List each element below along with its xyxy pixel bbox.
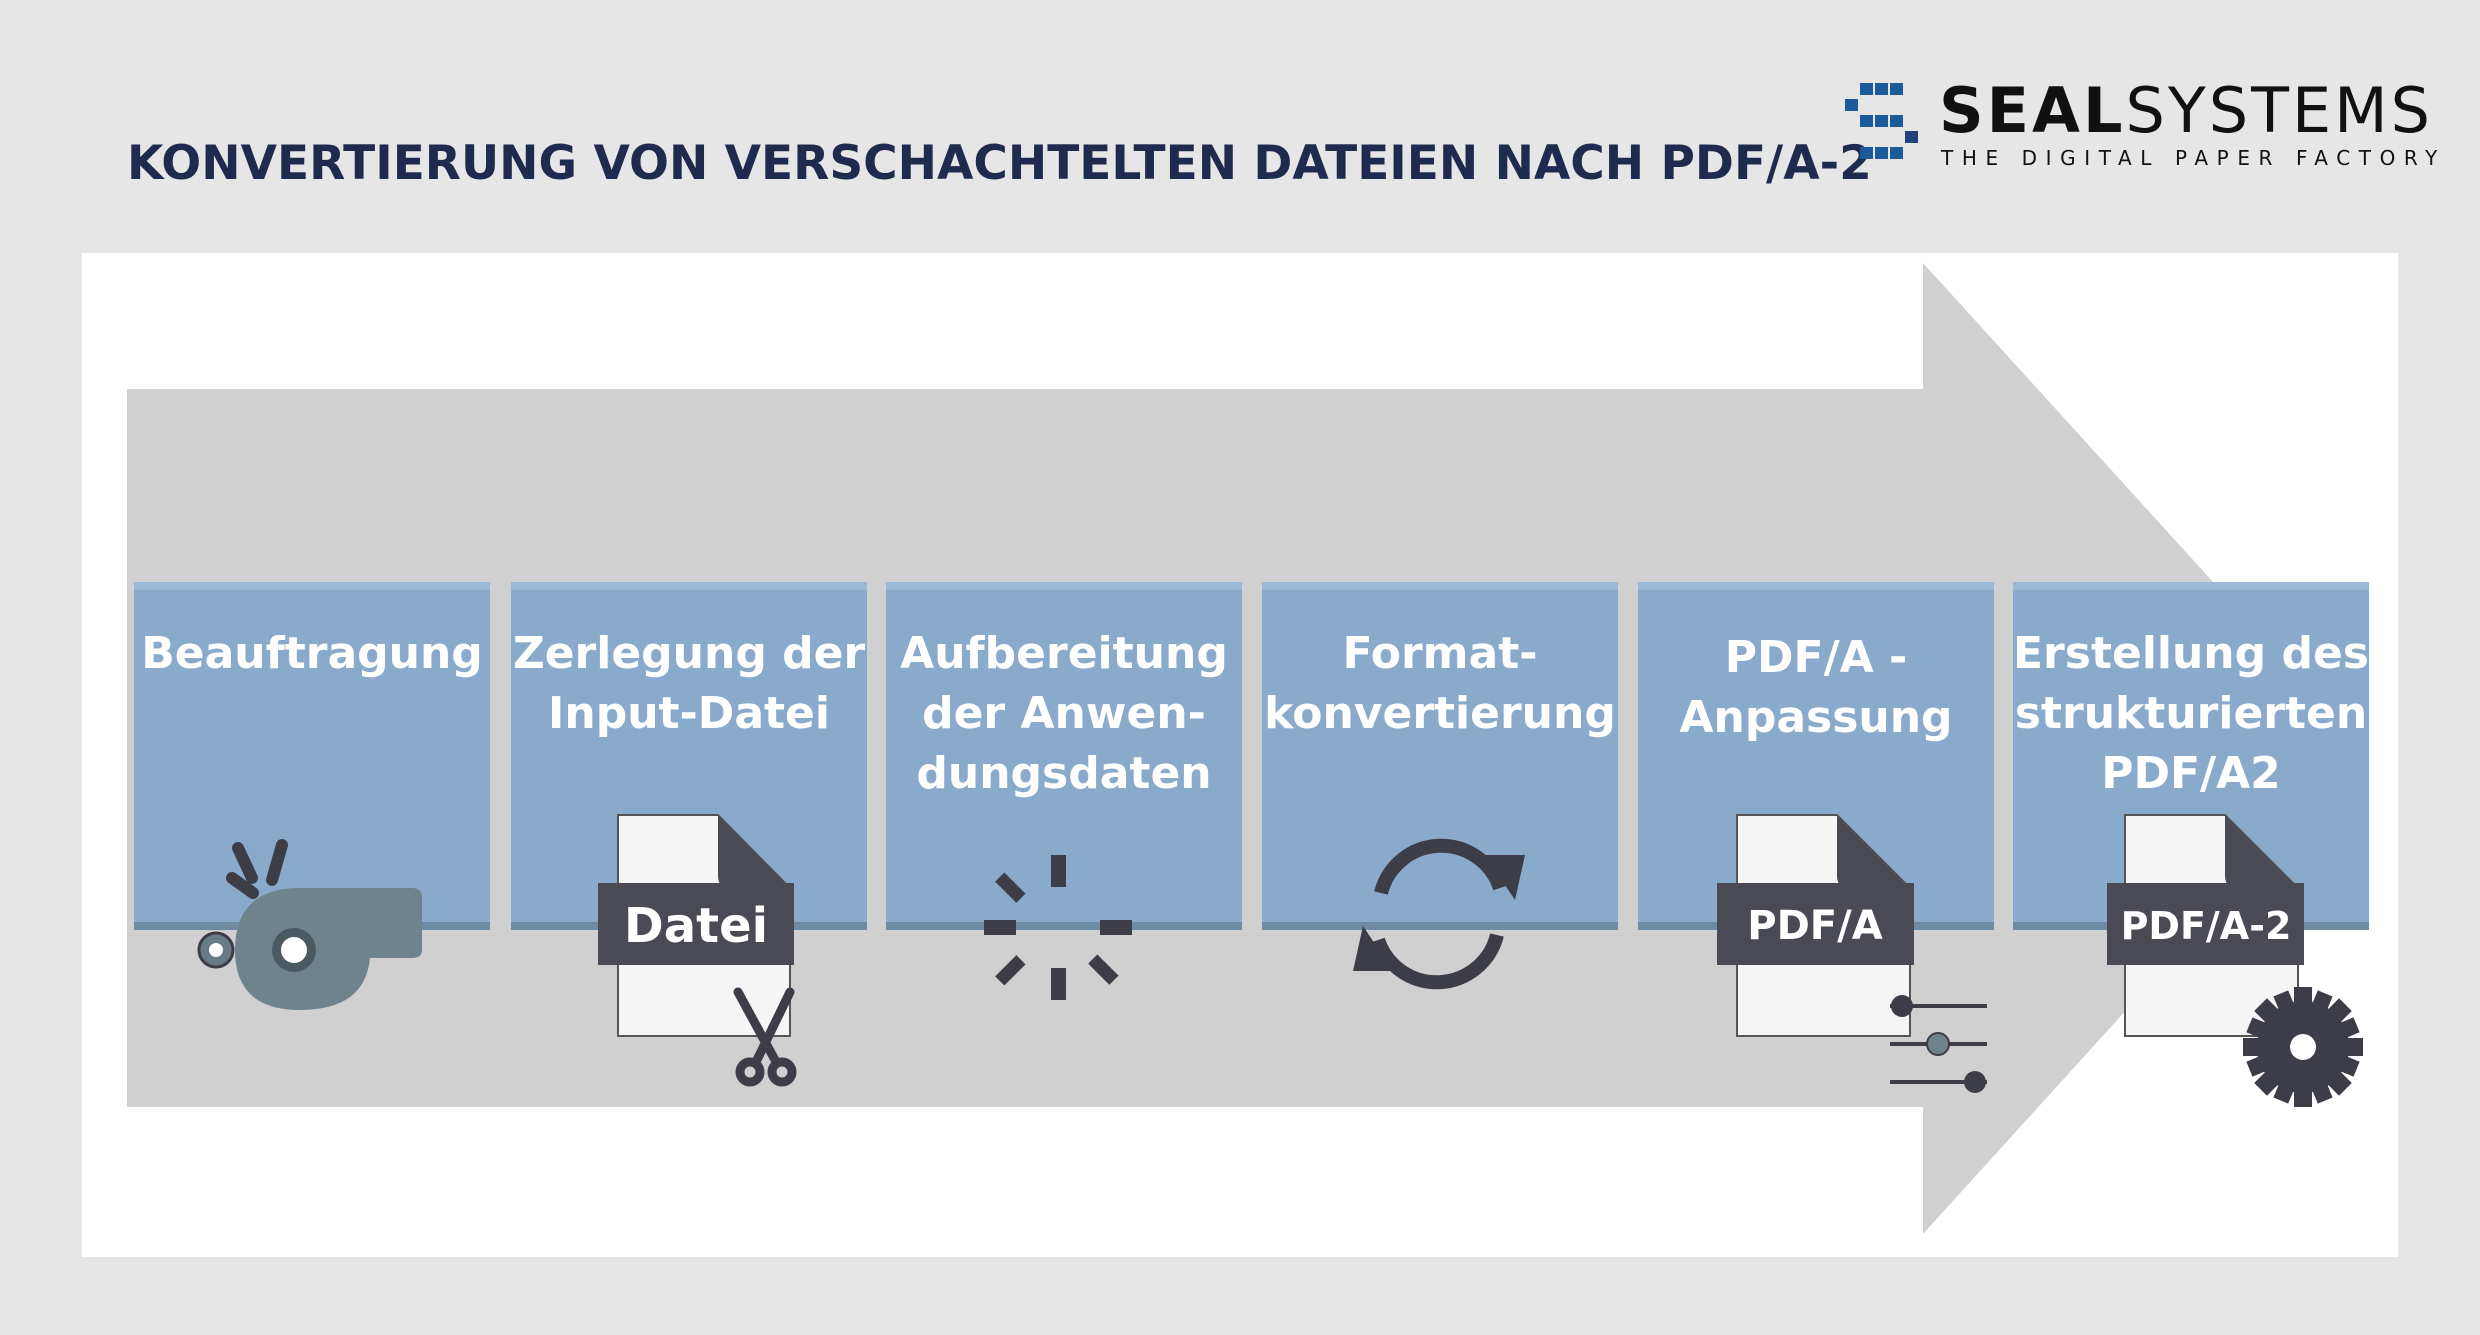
logo-name-regular: SYSTEMS	[2125, 74, 2433, 147]
logo-tagline: THE DIGITAL PAPER FACTORY	[1941, 146, 2446, 170]
step-label: Erstellung des	[2013, 628, 2369, 679]
logo-mark-icon	[1845, 83, 1918, 159]
step-label: dungsdaten	[916, 748, 1212, 799]
sealsystems-logo: SEALSYSTEMS THE DIGITAL PAPER FACTORY	[1843, 74, 2437, 170]
step-label: konvertierung	[1264, 688, 1616, 739]
step-beauftragung: Beauftragung	[134, 582, 490, 930]
step-label: Input-Datei	[548, 688, 830, 739]
page-title: KONVERTIERUNG VON VERSCHACHTELTEN DATEIE…	[127, 136, 1872, 191]
step-label: der Anwen-	[922, 688, 1206, 739]
logo-name-bold: SEAL	[1939, 74, 2126, 147]
step-label: Zerlegung der	[512, 628, 866, 679]
step-label: strukturierten	[2014, 688, 2368, 739]
logo-name: SEALSYSTEMS	[1939, 74, 2433, 147]
step-pdfa-anpassung: PDF/A - Anpassung	[1638, 582, 1994, 930]
step-aufbereitung: Aufbereitung der Anwen-dungsdaten	[886, 582, 1242, 930]
step-label: Beauftragung	[141, 628, 483, 679]
step-label: Aufbereitung	[900, 628, 1228, 679]
step-label: PDF/A -	[1724, 632, 1908, 683]
step-formatkonvertierung: Format-konvertierung	[1262, 582, 1618, 930]
step-label: Format-	[1342, 628, 1538, 679]
step-label: PDF/A2	[2101, 748, 2281, 799]
step-label: Anpassung	[1679, 692, 1953, 743]
